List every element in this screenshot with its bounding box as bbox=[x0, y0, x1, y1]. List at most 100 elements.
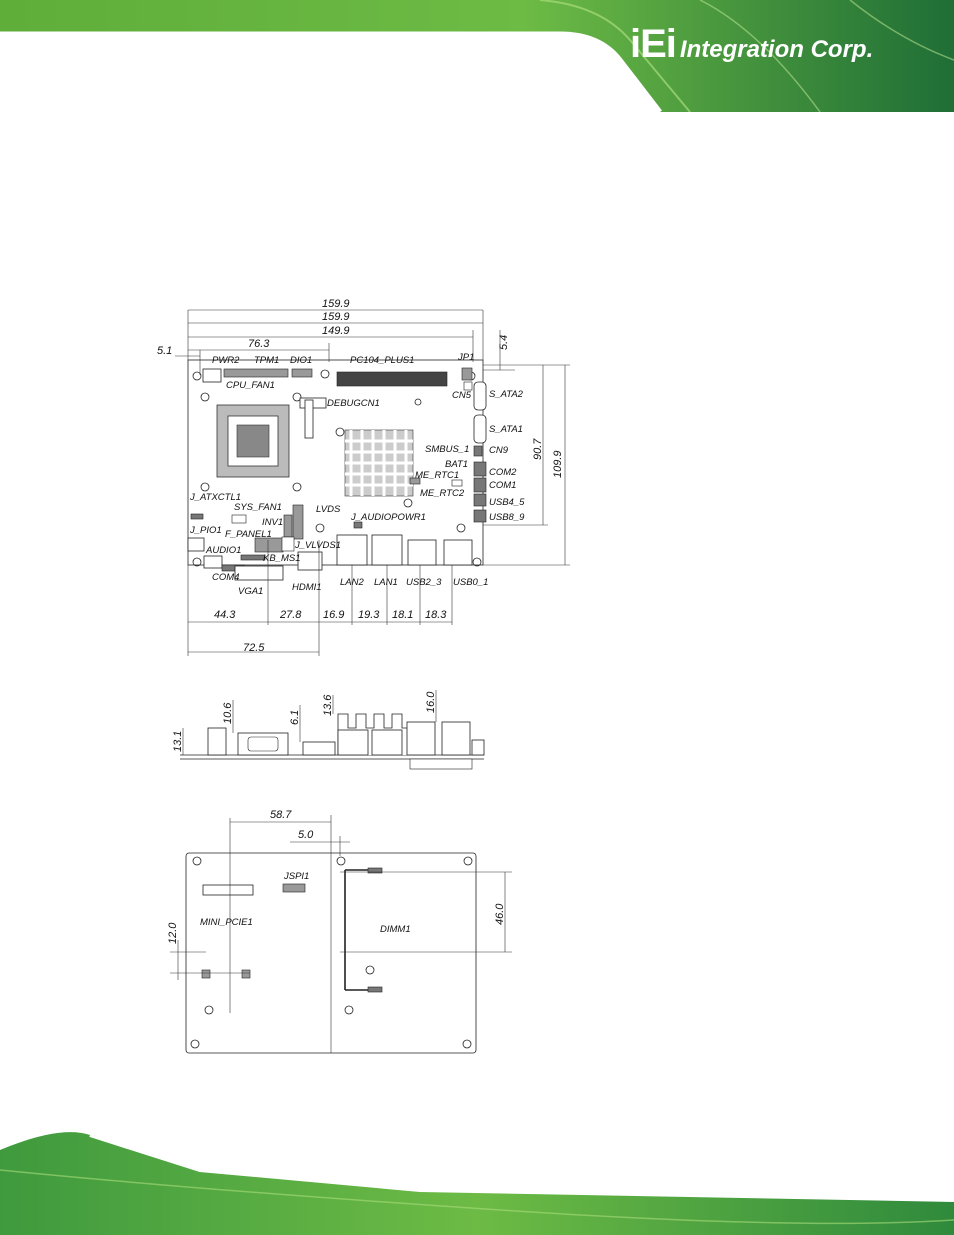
header-banner: iEi Integration Corp. bbox=[0, 0, 954, 112]
label-j-pio1: J_PIO1 bbox=[189, 525, 222, 536]
label-lan1: LAN1 bbox=[374, 577, 398, 588]
label-me-rtc2: ME_RTC2 bbox=[420, 488, 465, 499]
dim-b5: 18.1 bbox=[392, 609, 413, 621]
side-bottom-connector bbox=[409, 758, 473, 770]
vga1-connector bbox=[234, 565, 284, 581]
label-tpm1: TPM1 bbox=[254, 355, 279, 366]
label-s-ata1: S_ATA1 bbox=[489, 424, 523, 435]
bottom-dim-d2: 5.0 bbox=[298, 829, 314, 841]
side-usb23-port bbox=[406, 721, 436, 756]
label-sys-fan1: SYS_FAN1 bbox=[234, 502, 282, 513]
label-dimm1: DIMM1 bbox=[380, 924, 411, 935]
side-dim-d2: 6.1 bbox=[289, 710, 301, 725]
j-pio1-connector bbox=[187, 537, 205, 552]
dim-cpu-offset: 76.3 bbox=[248, 338, 270, 350]
bottom-dim-d4: 12.0 bbox=[167, 922, 179, 944]
j-atxctl1-connector bbox=[190, 513, 204, 520]
side-hdmi-port bbox=[302, 741, 336, 756]
label-com1: COM1 bbox=[489, 480, 516, 491]
hdmi1-connector bbox=[297, 551, 323, 571]
label-pc104: PC104_PLUS1 bbox=[350, 355, 414, 366]
label-usb2-3: USB2_3 bbox=[406, 577, 442, 588]
cn5-connector bbox=[463, 381, 473, 391]
side-dim-d5: 13.1 bbox=[172, 731, 184, 752]
label-com2: COM2 bbox=[489, 467, 517, 478]
footer-banner bbox=[0, 1130, 954, 1235]
cn9-connector bbox=[473, 445, 483, 457]
com2-connector bbox=[473, 461, 487, 477]
label-com4: COM4 bbox=[212, 572, 239, 583]
label-vga1: VGA1 bbox=[238, 586, 263, 597]
top-view: 159.9 159.9 149.9 76.3 5.1 5.4 90.7 109.… bbox=[157, 298, 570, 656]
label-lvds: LVDS bbox=[316, 504, 341, 515]
label-me-rtc1: ME_RTC1 bbox=[415, 470, 459, 481]
dim-b1: 44.3 bbox=[214, 609, 236, 621]
tpm1-connector bbox=[223, 368, 289, 378]
pc104-connector bbox=[336, 371, 448, 387]
label-j-vlvds1: J_VLVDS1 bbox=[294, 540, 341, 551]
label-usb4-5: USB4_5 bbox=[489, 497, 525, 508]
jspi1-connector bbox=[282, 883, 306, 893]
usb23-connector bbox=[407, 539, 437, 566]
side-audio-jack bbox=[207, 727, 227, 756]
label-inv1: INV1 bbox=[262, 517, 283, 528]
usb01-connector bbox=[443, 539, 473, 566]
side-usb01-port bbox=[441, 721, 471, 756]
bottom-dim-d1: 58.7 bbox=[270, 809, 292, 821]
bottom-dim-d3: 46.0 bbox=[494, 903, 506, 925]
inv1-connector bbox=[283, 514, 293, 538]
label-audio1: AUDIO1 bbox=[205, 545, 241, 556]
side-dim-d4: 16.0 bbox=[425, 691, 437, 713]
dio1-connector bbox=[291, 368, 313, 378]
com1-connector bbox=[473, 477, 487, 493]
logo-mark: iEi bbox=[630, 22, 677, 66]
dim-left-offset: 5.1 bbox=[157, 345, 172, 357]
label-s-ata2: S_ATA2 bbox=[489, 389, 524, 400]
sata1-connector bbox=[473, 414, 487, 444]
f-panel1-connector bbox=[254, 537, 284, 553]
brand-logo: iEi Integration Corp. bbox=[630, 22, 873, 67]
label-jp1: JP1 bbox=[457, 352, 474, 363]
j-vlvds1-connector bbox=[281, 536, 295, 552]
label-cn9: CN9 bbox=[489, 445, 509, 456]
dim-overall-width-2: 159.9 bbox=[322, 311, 350, 323]
usb45-connector bbox=[473, 493, 487, 507]
label-hdmi1: HDMI1 bbox=[292, 582, 322, 593]
header-background bbox=[0, 0, 954, 112]
footer-background bbox=[0, 1132, 954, 1235]
bottom-view: JSPI1 MINI_PCIE1 DIMM1 58.7 5.0 46.0 12.… bbox=[167, 809, 512, 1054]
label-usb0-1: USB0_1 bbox=[453, 577, 488, 588]
dim-top-offset: 5.4 bbox=[498, 335, 510, 350]
sata2-connector bbox=[473, 381, 487, 411]
label-cn5: CN5 bbox=[452, 390, 472, 401]
label-dio1: DIO1 bbox=[290, 355, 312, 366]
label-j-audiopowr1: J_AUDIOPOWR1 bbox=[350, 512, 426, 523]
label-debugcn1: DEBUGCN1 bbox=[327, 398, 380, 409]
lan2-connector bbox=[336, 534, 368, 566]
me-rtc2-jumper bbox=[451, 479, 463, 487]
label-cpu-fan1: CPU_FAN1 bbox=[226, 380, 275, 391]
dim-b4: 19.3 bbox=[358, 609, 380, 621]
kb-ms1-connector bbox=[240, 554, 266, 561]
pwr2-connector bbox=[202, 368, 222, 383]
label-usb8-9: USB8_9 bbox=[489, 512, 525, 523]
audio1-connector bbox=[203, 555, 223, 569]
sys-fan1-connector bbox=[231, 514, 247, 524]
side-lan2-port bbox=[337, 729, 369, 756]
chipset-heatsink bbox=[344, 429, 414, 497]
side-lan1-port bbox=[371, 729, 403, 756]
side-dim-d1: 10.6 bbox=[222, 702, 234, 724]
logo-text: Integration Corp. bbox=[679, 36, 874, 63]
side-dim-d3: 13.6 bbox=[322, 694, 334, 716]
me-rtc1-jumper bbox=[409, 477, 421, 485]
side-view: 13.1 10.6 6.1 13.6 16.0 bbox=[172, 690, 485, 770]
label-f-panel1: F_PANEL1 bbox=[225, 529, 272, 540]
usb89-connector bbox=[473, 509, 487, 523]
lan1-connector bbox=[371, 534, 403, 566]
lvds-connector bbox=[292, 504, 304, 540]
dim-b6: 18.3 bbox=[425, 609, 447, 621]
dim-b2: 27.8 bbox=[279, 609, 302, 621]
label-j-atxctl1: J_ATXCTL1 bbox=[189, 492, 241, 503]
dim-height-overall: 109.9 bbox=[552, 450, 564, 478]
